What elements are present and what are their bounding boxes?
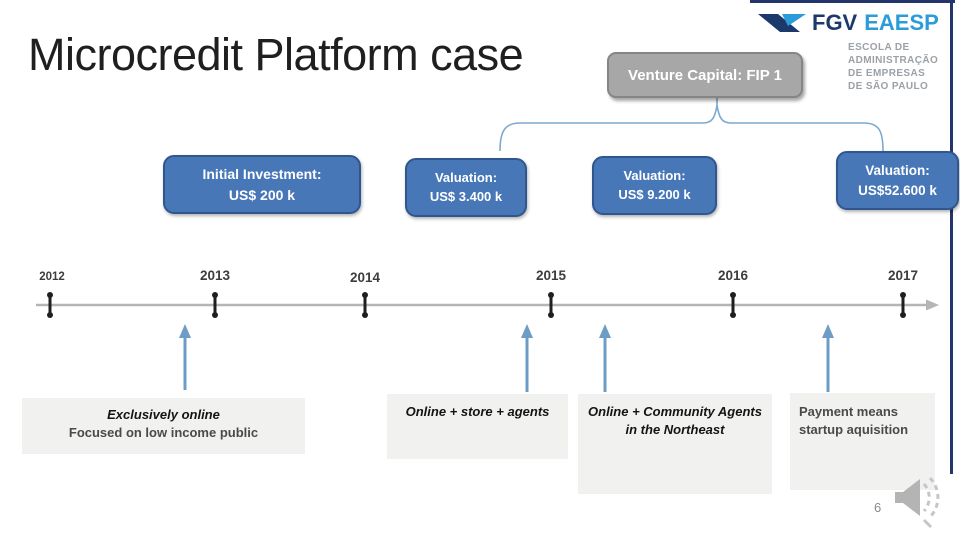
milestone-box-2012: Exclusively online Focused on low income… [22,398,305,454]
milestone-box-2016: Payment means startup aquisition [790,393,935,490]
year-label-2012: 2012 [39,271,65,283]
milestone-line1: Exclusively online [107,407,220,422]
logo-eaesp-text: EAESP [864,10,939,35]
year-label-2017: 2017 [887,268,919,283]
speaker-audio-icon[interactable] [888,470,948,532]
logo-school-line: ESCOLA DE [848,42,910,53]
logo-school-line: ADMINISTRAÇÃO [848,55,939,66]
milestone-line1: Online + store + agents [405,404,550,419]
milestone-line1: Online + Community Agents [588,404,762,419]
year-label-2016: 2016 [717,268,749,283]
venture-capital-label: Venture Capital: FIP 1 [628,66,782,84]
logo-school-line: DE SÃO PAULO [848,81,929,92]
initial-investment-box: Initial Investment: US$ 200 k [163,155,361,214]
page-number: 6 [874,500,882,515]
fgv-check-flag-icon [758,14,806,32]
logo-school-name: ESCOLA DE ADMINISTRAÇÃO DE EMPRESAS DE S… [848,41,938,93]
valuation-value: US$52.600 k [858,182,937,198]
year-label-2014: 2014 [349,270,381,285]
valuation-box-2015: Valuation: US$ 9.200 k [592,156,717,215]
timeline-axis [36,299,939,311]
investment-value: US$ 200 k [228,186,296,203]
valuation-box-2017: Valuation: US$52.600 k [836,151,959,210]
milestone-line2: Focused on low income public [68,424,259,440]
valuation-label: Valuation: [623,167,686,183]
up-arrow-icon [179,324,834,392]
page-title: Microcredit Platform case [28,29,524,80]
valuation-label: Valuation: [865,162,930,178]
top-frame-line [750,0,955,3]
logo-fgv-text: FGV [812,10,858,35]
investment-label: Initial Investment: [202,166,322,183]
venture-capital-box: Venture Capital: FIP 1 [607,52,803,98]
milestone-line2: in the Northeast [625,421,725,437]
milestone-line1: Payment means [799,404,898,419]
brace-connector [499,97,884,152]
milestone-box-2014: Online + store + agents [387,394,568,459]
milestone-line2: startup aquisition [799,421,909,437]
logo-school-line: DE EMPRESAS [848,68,926,79]
year-label-2013: 2013 [199,268,231,283]
valuation-label: Valuation: [434,169,498,185]
milestone-box-2015: Online + Community Agents in the Northea… [578,394,772,494]
valuation-value: US$ 9.200 k [618,186,691,202]
right-arrowhead-icon [926,299,939,311]
right-frame-line [950,0,953,474]
valuation-box-2013: Valuation: US$ 3.400 k [405,158,527,217]
timeline-ticks [47,292,906,318]
valuation-value: US$ 3.400 k [429,188,503,204]
year-label-2015: 2015 [535,268,567,283]
